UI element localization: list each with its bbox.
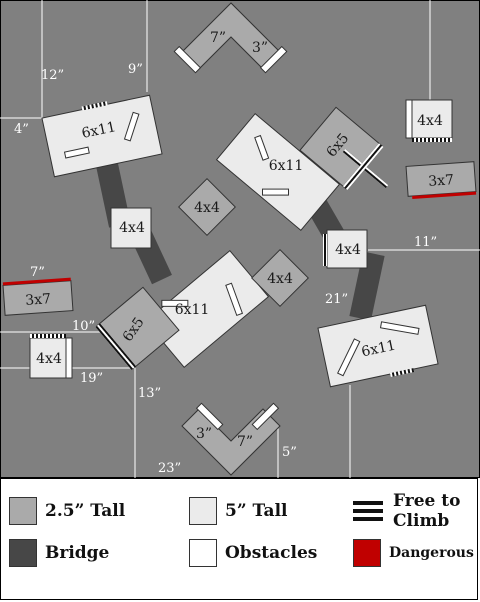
obstacle (259, 45, 288, 74)
l-shape-top: 7” 3” (173, 2, 288, 74)
swatch-obstacles (189, 539, 217, 567)
bridge (349, 251, 385, 321)
measure-19: 19” (80, 371, 103, 386)
obstacle (261, 188, 289, 196)
measure-11: 11” (414, 235, 437, 250)
label-rect-right: 3x7 (428, 172, 455, 190)
label-small-bridge-right: 4x4 (335, 242, 361, 258)
terrain-3x7-right: 3x7 (405, 161, 477, 200)
l-top-label-a: 7” (210, 30, 226, 46)
terrain-4x4-bottom-left: 4x4 (29, 334, 73, 379)
swatch-bridge (9, 539, 37, 567)
legend-item-bridge: Bridge (9, 539, 109, 567)
label-big-tl: 6x11 (80, 119, 117, 142)
legend-item-2-5-tall: 2.5” Tall (9, 497, 125, 525)
measure-7: 7” (30, 265, 45, 280)
legend-item-free-to-climb: Free to Climb (353, 491, 473, 531)
legend-label-bridge: Bridge (45, 543, 110, 563)
measure-12: 12” (41, 68, 64, 83)
terrain-6x11-top-right (215, 112, 341, 232)
obstacle (379, 321, 420, 335)
measure-21: 21” (325, 292, 348, 307)
terrain-4x4-left: 4x4 (110, 207, 152, 249)
terrain-6x5-center (95, 286, 180, 371)
board: 7” 3” 3” 7” 6x11 6x11 6x5 6x1 (0, 0, 480, 478)
obstacle (173, 45, 202, 74)
obstacle (254, 134, 270, 161)
terrain-3x7-left: 3x7 (2, 277, 74, 316)
measure-23: 23” (158, 461, 181, 476)
terrain-6x11-bottom-right: 6x11 (317, 304, 439, 388)
swatch-2-5-tall (9, 497, 37, 525)
obstacle (161, 299, 189, 307)
swatch-dangerous (353, 539, 381, 567)
label-big-br: 6x11 (360, 338, 397, 361)
label-rect-left: 3x7 (25, 291, 52, 309)
measure-5: 5” (282, 445, 297, 460)
l-bot-label-b: 7” (237, 434, 253, 450)
label-big-tr: 6x11 (269, 158, 304, 174)
l-shape-bottom: 3” 7” (181, 402, 281, 476)
label-big-c: 6x11 (175, 302, 210, 318)
terrain-6x11-center (144, 249, 270, 369)
legend: 2.5” Tall 5” Tall Free to Climb Bridge O… (0, 478, 478, 600)
terrain-4x4-center-1 (178, 178, 236, 236)
legend-item-5-tall: 5” Tall (189, 497, 287, 525)
obstacle (63, 146, 90, 159)
swatch-5-tall (189, 497, 217, 525)
label-small-bottom-left: 4x4 (36, 351, 62, 367)
terrain-6x11-top-left: 6x11 (41, 94, 163, 178)
obstacle (337, 338, 361, 377)
terrain-4x4-right-top: 4x4 (405, 99, 453, 142)
obstacle (251, 402, 280, 431)
measure-9: 9” (128, 62, 143, 77)
terrain-6x5-top-right (299, 106, 389, 191)
measure-4: 4” (14, 122, 29, 137)
legend-label-free-to-climb: Free to Climb (393, 491, 461, 531)
obstacle (225, 282, 244, 317)
terrain-4x4-center-2 (251, 249, 309, 307)
legend-label-dangerous: Dangerous (389, 545, 474, 561)
measure-10: 10” (72, 319, 95, 334)
obstacle (123, 111, 140, 142)
l-bot-label-a: 3” (196, 426, 212, 442)
legend-item-obstacles: Obstacles (189, 539, 317, 567)
legend-label-5-tall: 5” Tall (225, 501, 288, 521)
l-top-label-b: 3” (252, 40, 268, 56)
label-small-center-1: 4x4 (194, 200, 220, 216)
game-board (0, 0, 480, 478)
obstacle (195, 402, 224, 431)
label-small-center-2: 4x4 (267, 271, 293, 287)
swatch-free-to-climb (353, 497, 383, 525)
label-small-left: 4x4 (119, 220, 145, 236)
legend-label-2-5-tall: 2.5” Tall (45, 501, 126, 521)
label-small-right-top: 4x4 (417, 113, 443, 129)
legend-label-obstacles: Obstacles (225, 543, 318, 563)
measure-13: 13” (138, 386, 161, 401)
terrain-4x4-bridge-right: 4x4 (323, 229, 368, 269)
legend-item-dangerous: Dangerous (353, 539, 474, 567)
